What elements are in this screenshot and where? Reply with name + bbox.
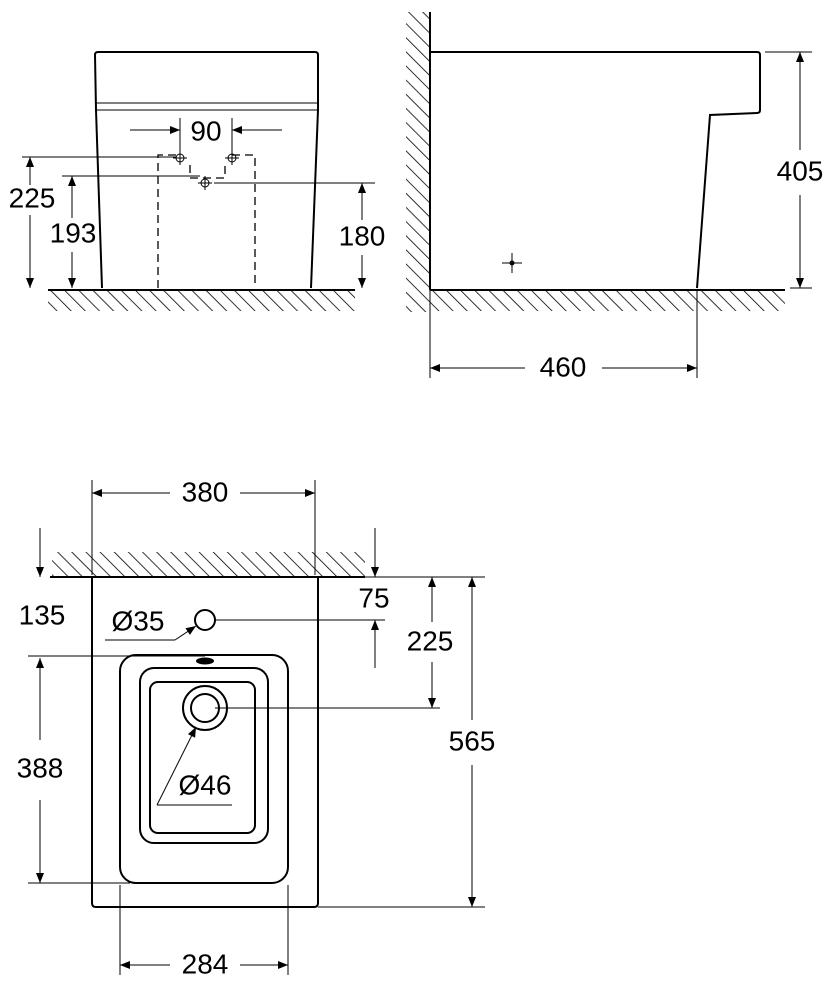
fixing-point-mark — [502, 253, 522, 273]
dim-135-label: 135 — [19, 599, 66, 630]
connection-marks — [173, 151, 239, 190]
bidet-body-front — [93, 51, 319, 289]
drain-inner — [190, 693, 220, 723]
dim-75-label: 75 — [358, 582, 389, 613]
dim-565-label: 565 — [449, 725, 496, 756]
dim-180-label: 180 — [339, 220, 386, 251]
floor-hatch — [430, 291, 785, 311]
drain-diameter-label: Ø46 — [179, 769, 232, 800]
dim-460-label: 460 — [540, 351, 587, 382]
wall-hatch — [406, 12, 430, 312]
bowl-basin — [139, 667, 269, 844]
dim-193-label: 193 — [50, 217, 97, 248]
plan-view: 380 135 388 75 225 565 284 Ø35 — [17, 476, 496, 979]
bidet-body-plan — [91, 577, 319, 908]
bowl-rim — [119, 654, 289, 884]
hidden-connection-outline — [157, 154, 256, 288]
bowl-inner — [149, 681, 256, 834]
tap-hole — [194, 609, 216, 631]
wall-hatch — [52, 552, 365, 576]
dim-405-label: 405 — [777, 155, 824, 186]
bidet-body-side — [430, 51, 761, 289]
dim-90-label: 90 — [190, 115, 221, 146]
tap-hole-diameter-label: Ø35 — [112, 605, 165, 636]
floor-hatch — [48, 291, 355, 311]
dim-225-label: 225 — [9, 182, 56, 213]
dim-380-label: 380 — [182, 476, 229, 507]
front-view: 90 225 193 180 — [9, 51, 386, 311]
dim-225-label: 225 — [407, 625, 454, 656]
overflow-hole — [196, 657, 214, 665]
side-view: 405 460 — [406, 12, 823, 382]
dim-284-label: 284 — [182, 948, 229, 979]
dim-388-label: 388 — [17, 752, 64, 783]
